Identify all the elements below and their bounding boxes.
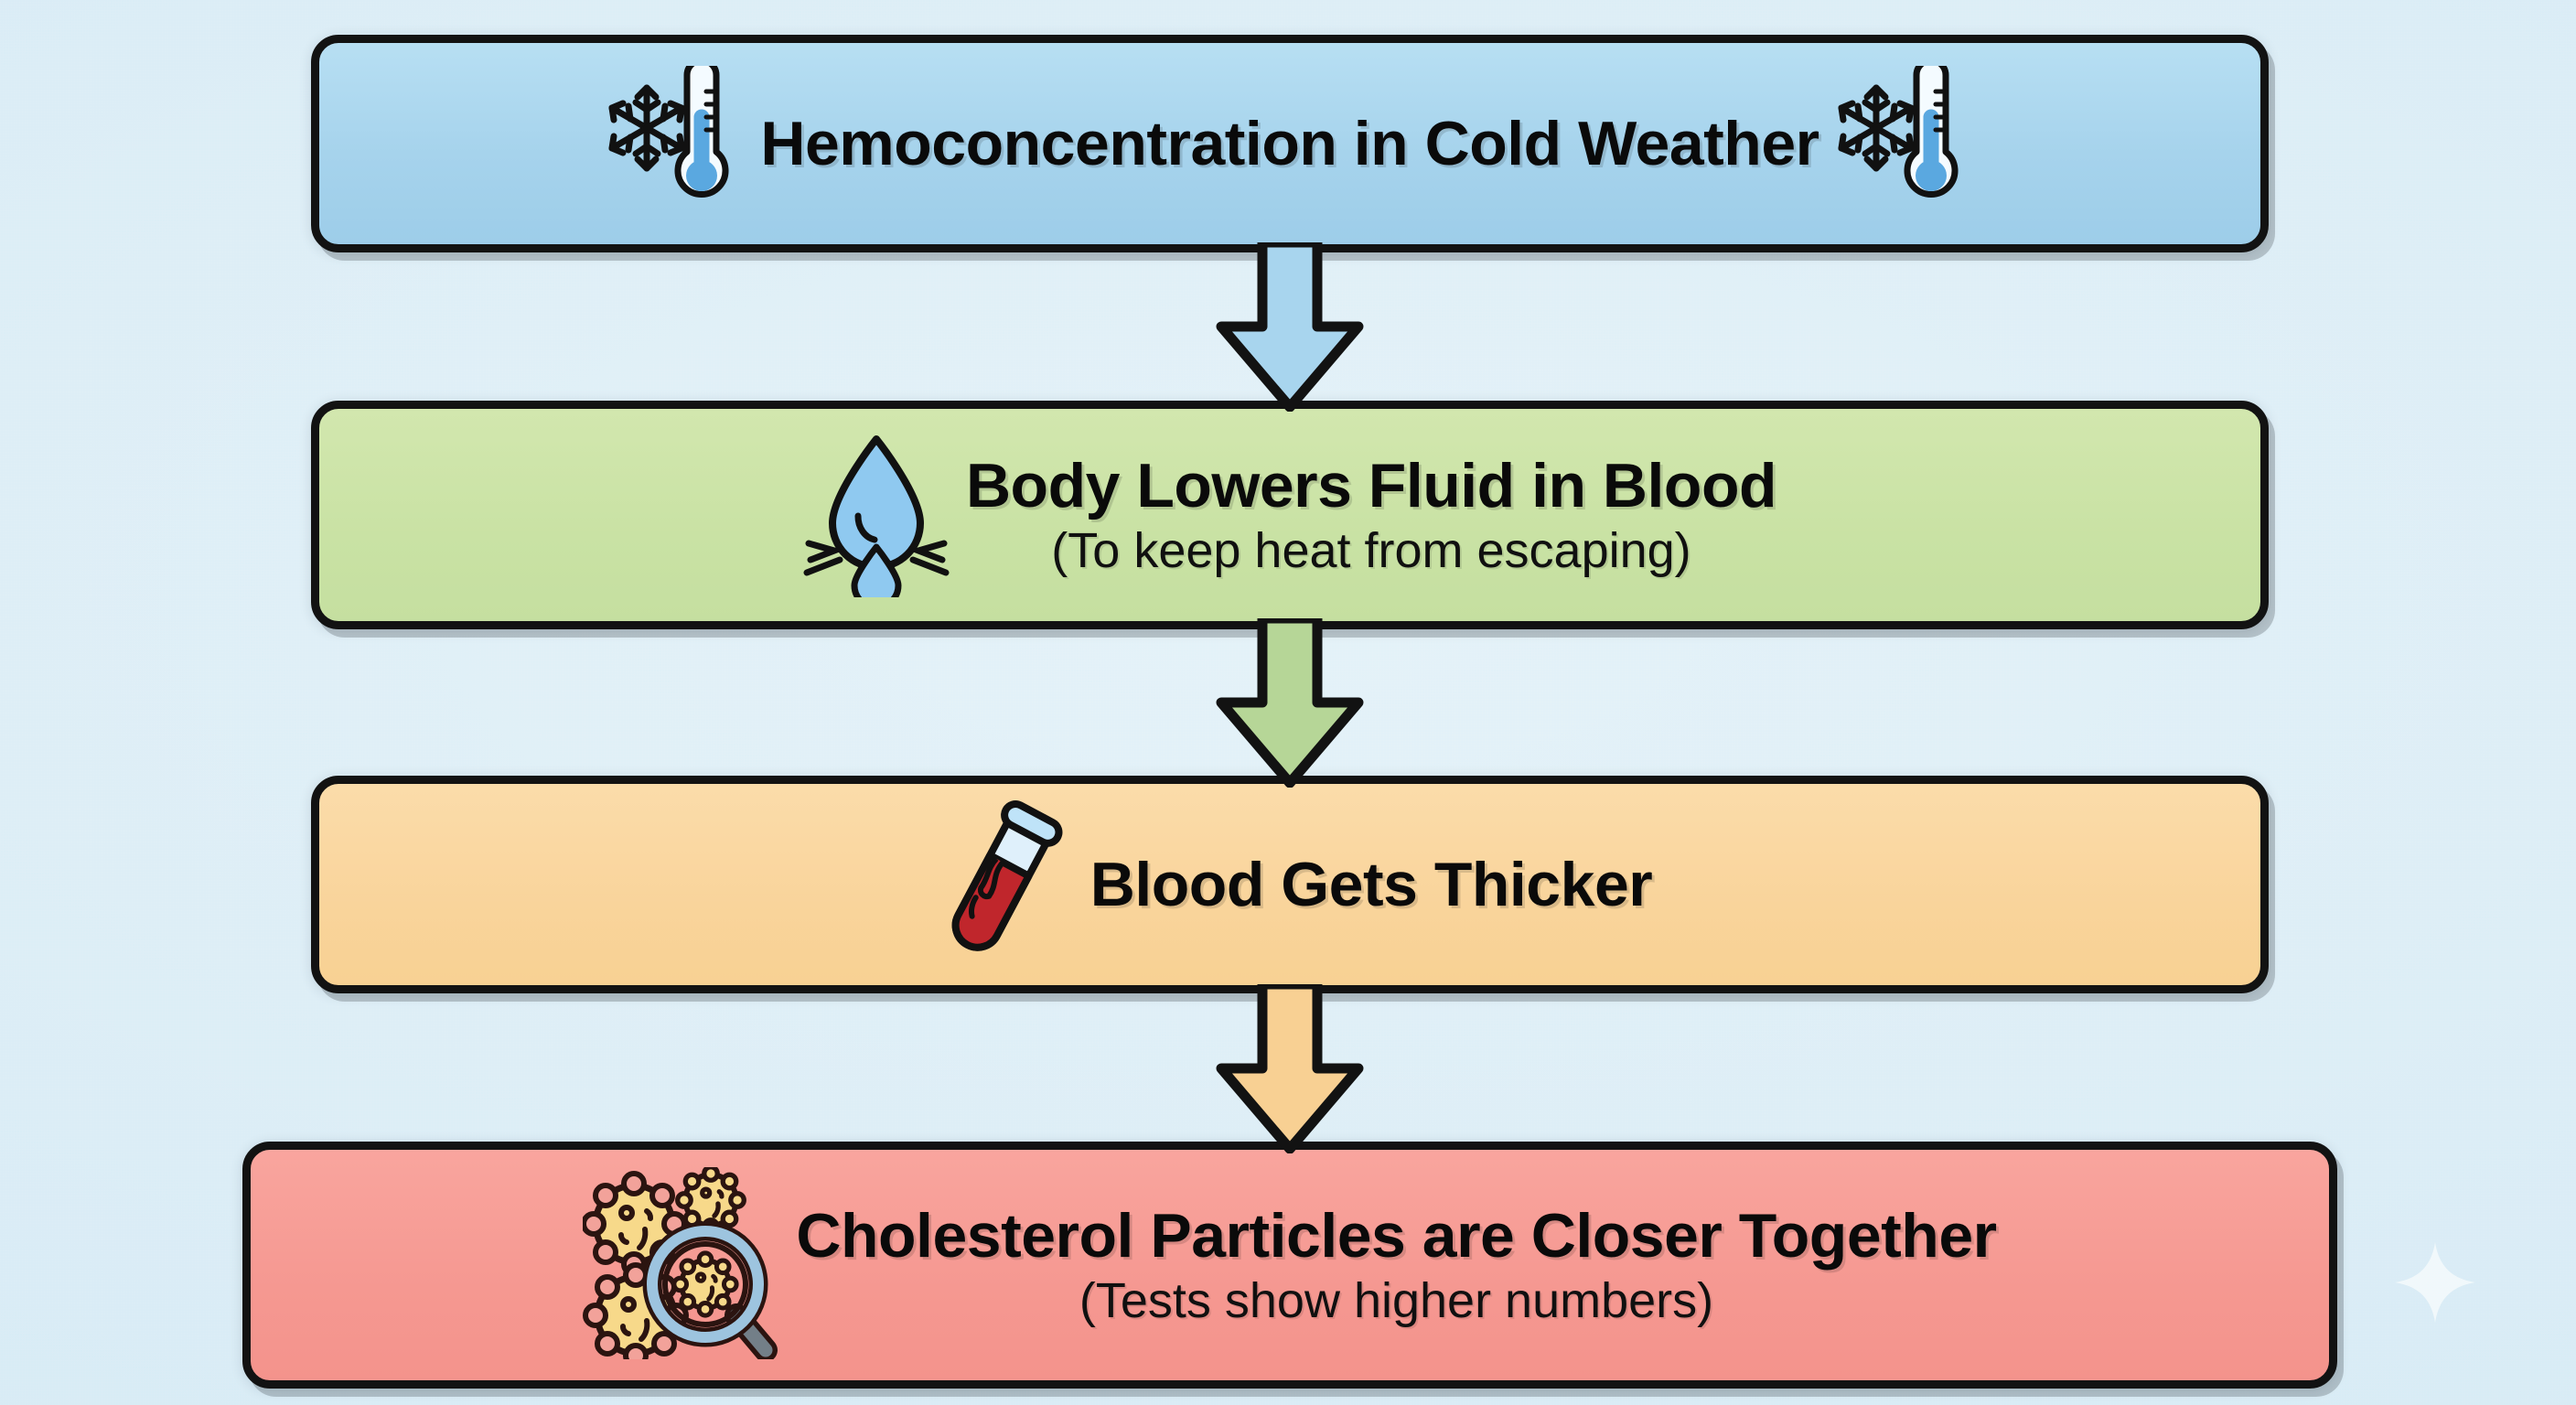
- flow-node-hemoconcentration[interactable]: Hemoconcentration in Cold Weather: [311, 35, 2269, 252]
- flow-arrow-2: [1212, 618, 1368, 788]
- flow-node-cholesterol-particles[interactable]: Cholesterol Particles are Closer Togethe…: [242, 1142, 2337, 1389]
- flow-node-2-subtitle: (To keep heat from escaping): [1051, 523, 1691, 579]
- flow-node-4-text: Cholesterol Particles are Closer Togethe…: [796, 1200, 1997, 1329]
- flow-node-body-lowers-fluid[interactable]: Body Lowers Fluid in Blood (To keep heat…: [311, 401, 2269, 629]
- flow-node-2-title: Body Lowers Fluid in Blood: [965, 450, 1777, 520]
- flow-arrow-1: [1212, 242, 1368, 412]
- flow-node-2-text: Body Lowers Fluid in Blood (To keep heat…: [965, 450, 1777, 579]
- flow-node-4-title: Cholesterol Particles are Closer Togethe…: [796, 1200, 1997, 1271]
- sweat-droplets-icon: [803, 428, 950, 611]
- sparkle-icon: [2393, 1240, 2477, 1325]
- flow-node-4-subtitle: (Tests show higher numbers): [1079, 1273, 1714, 1329]
- flow-node-1-text: Hemoconcentration in Cold Weather: [760, 108, 1819, 178]
- flow-node-3-text: Blood Gets Thicker: [1089, 849, 1653, 919]
- cholesterol-particles-magnifier-icon: [581, 1164, 779, 1368]
- snowflake-thermometer-icon: [606, 57, 744, 221]
- blood-test-tube-icon: [928, 798, 1074, 971]
- flow-node-1-title: Hemoconcentration in Cold Weather: [760, 108, 1819, 178]
- flow-node-3-title: Blood Gets Thicker: [1089, 849, 1653, 919]
- snowflake-thermometer-icon: [1836, 57, 1973, 221]
- flow-arrow-3: [1212, 984, 1368, 1153]
- flow-node-blood-gets-thicker[interactable]: Blood Gets Thicker: [311, 776, 2269, 993]
